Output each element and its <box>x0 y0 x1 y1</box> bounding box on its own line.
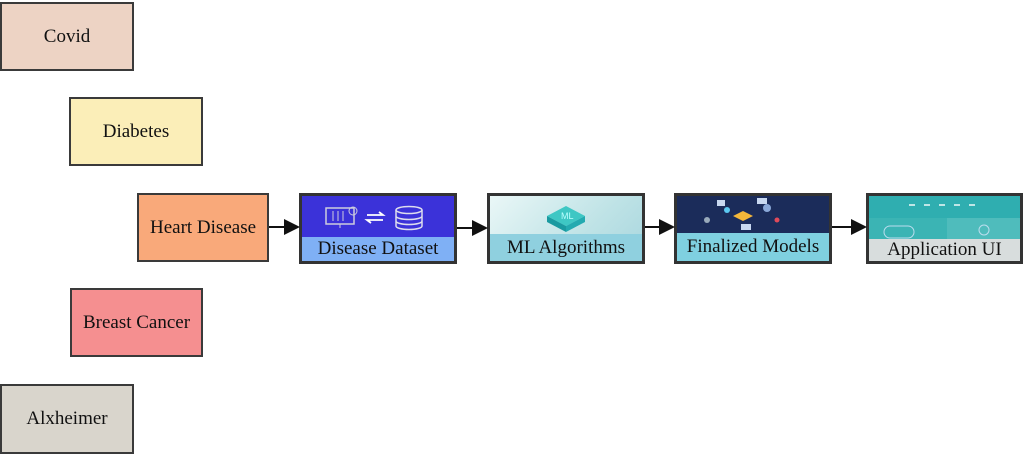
label-text: ML Algorithms <box>506 236 626 258</box>
label: Covid <box>43 25 91 47</box>
stage-application-ui: Application UI <box>866 193 1023 264</box>
database-sync-icon <box>325 205 423 231</box>
label-text: Finalized Models <box>686 236 820 257</box>
dataset-icons <box>302 196 454 240</box>
disease-alzheimer: Alxheimer <box>0 384 134 454</box>
label-text: Disease Dataset <box>317 238 439 259</box>
label: Diabetes <box>102 120 170 142</box>
network-illustration-icon <box>677 196 829 236</box>
stage-label: Application UI <box>869 239 1020 261</box>
ml-chip-icon: ML <box>490 196 642 240</box>
label: Breast Cancer <box>82 311 191 333</box>
disease-breast-cancer: Breast Cancer <box>70 288 203 357</box>
app-screen-icon <box>869 196 1020 242</box>
disease-heart: Heart Disease <box>137 193 269 262</box>
disease-diabetes: Diabetes <box>69 97 203 166</box>
stage-finalized-models: Finalized Models <box>674 193 832 264</box>
label: Heart Disease <box>149 216 257 238</box>
stage-disease-dataset: Disease Dataset <box>299 193 457 264</box>
label-text: Application UI <box>887 239 1002 260</box>
ml-badge: ML <box>561 211 574 221</box>
stage-label: Finalized Models <box>677 233 829 261</box>
stage-label: Disease Dataset <box>302 237 454 261</box>
stage-label: ML Algorithms <box>490 234 642 261</box>
disease-covid: Covid <box>0 2 134 71</box>
label: Alxheimer <box>26 408 108 429</box>
stage-ml-algorithms: ML ML Algorithms <box>487 193 645 264</box>
